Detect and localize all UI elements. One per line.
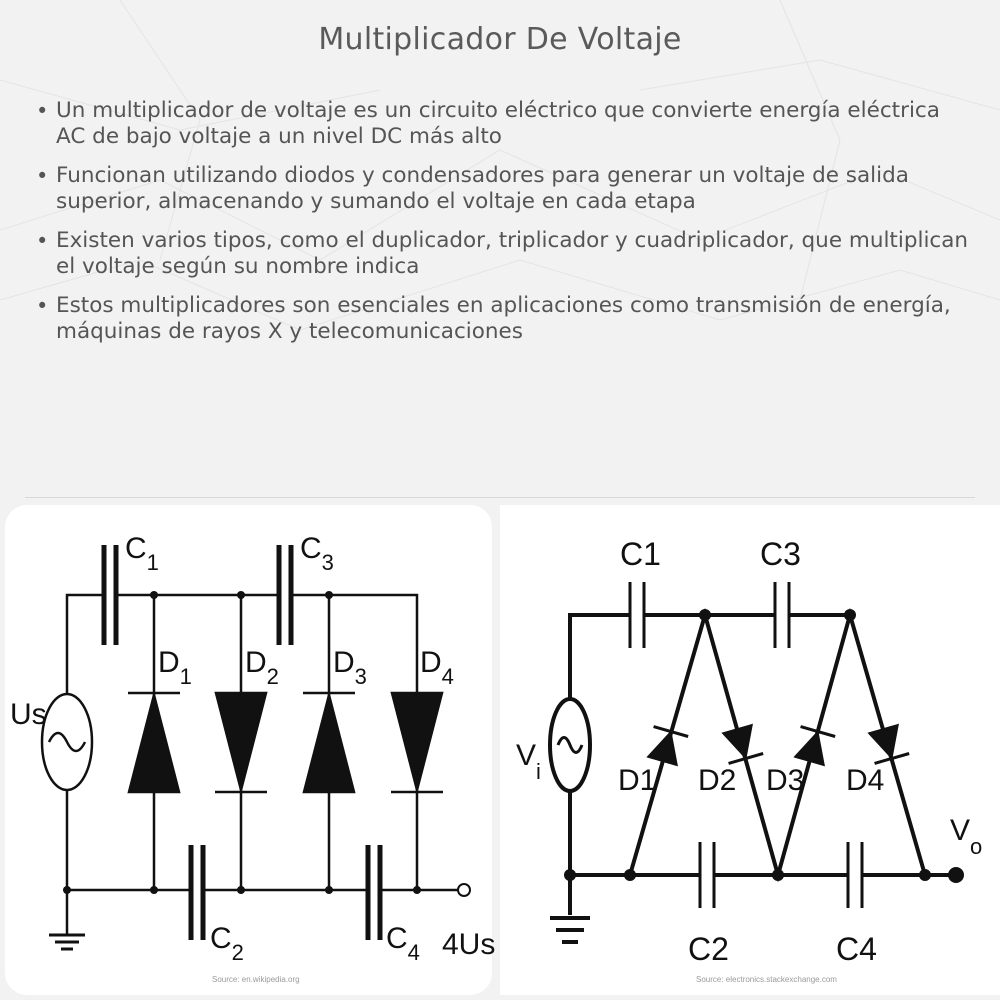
left-source-credit: Source: en.wikipedia.org	[212, 975, 300, 984]
capacitor-label: C	[386, 922, 408, 955]
svg-text:Vi: Vi	[516, 739, 541, 784]
background-texture	[0, 0, 1000, 331]
capacitor-label: C	[210, 922, 232, 955]
diode-subscript: 3	[355, 664, 367, 689]
capacitor-label: C2	[688, 931, 729, 967]
bullet-text: Un multiplicador de voltaje es un circui…	[56, 98, 940, 149]
diode-label: D	[245, 646, 267, 679]
capacitor-label: C1	[620, 536, 661, 572]
diode-label: D3	[766, 764, 804, 797]
svg-text:Vo: Vo	[950, 814, 982, 859]
diode-label: D	[158, 646, 180, 679]
diode-label: D4	[846, 764, 884, 797]
output-terminal-icon	[948, 867, 964, 883]
left-circuit-diagram: Us C1 C3 C2 C4 D1 D2 D3 D4 4Us	[10, 532, 495, 965]
ac-source-icon	[40, 692, 94, 792]
output-terminal-icon	[457, 883, 471, 897]
source-label: V	[516, 739, 536, 772]
bullet-item: • Existen varios tipos, como el duplicado…	[34, 228, 974, 280]
capacitor-subscript: 4	[408, 940, 420, 965]
bullet-dot-icon: •	[36, 229, 49, 253]
capacitor-label: C	[300, 532, 322, 565]
diode-subscript: 2	[267, 664, 279, 689]
diode-subscript: 4	[442, 664, 454, 689]
capacitor-label: C3	[760, 536, 801, 572]
right-source-credit: Source: electronics.stackexchange.com	[696, 975, 837, 984]
capacitor-subscript: 2	[232, 940, 244, 965]
bullet-text: Existen varios tipos, como el duplicador…	[56, 228, 969, 279]
diode-label: D2	[698, 764, 736, 797]
diode-d2-symbol	[214, 691, 268, 791]
diode-label: D	[333, 646, 355, 679]
diode-d1-symbol	[646, 725, 689, 767]
bullet-item: • Estos multiplicadores son esenciales en…	[34, 293, 974, 345]
diode-d4-symbol	[867, 723, 910, 765]
output-label: V	[950, 814, 970, 847]
source-label: Us	[10, 698, 47, 731]
diode-d1-symbol	[127, 694, 181, 794]
bullet-dot-icon: •	[36, 164, 49, 188]
page-title: Multiplicador De Voltaje	[318, 22, 682, 57]
bullet-list: • Un multiplicador de voltaje es un circu…	[34, 98, 974, 358]
section-divider	[25, 497, 975, 498]
svg-text:C2: C2	[210, 922, 244, 965]
output-subscript: o	[970, 834, 982, 859]
bullet-text: Funcionan utilizando diodos y condensado…	[56, 163, 909, 214]
ac-source-icon	[548, 697, 592, 793]
diode-d4-symbol	[390, 691, 444, 791]
bullet-dot-icon: •	[36, 294, 49, 318]
ground-icon	[49, 933, 85, 951]
svg-text:D1: D1	[158, 646, 192, 689]
capacitor-label: C	[125, 532, 147, 565]
diode-label: D1	[618, 764, 656, 797]
diode-label: D	[420, 646, 442, 679]
bullet-item: • Un multiplicador de voltaje es un circu…	[34, 98, 974, 150]
capacitor-subscript: 1	[147, 550, 159, 575]
svg-text:D4: D4	[420, 646, 454, 689]
capacitor-label: C4	[836, 931, 877, 967]
output-label: 4Us	[442, 928, 495, 961]
capacitor-subscript: 3	[322, 550, 334, 575]
ground-icon	[550, 916, 590, 944]
bullet-item: • Funcionan utilizando diodos y condensad…	[34, 163, 974, 215]
svg-text:C1: C1	[125, 532, 159, 575]
diode-d3-symbol	[793, 725, 836, 767]
bullet-dot-icon: •	[36, 99, 49, 123]
svg-text:C4: C4	[386, 922, 420, 965]
source-subscript: i	[536, 759, 541, 784]
svg-text:D3: D3	[333, 646, 367, 689]
svg-text:D2: D2	[245, 646, 279, 689]
bullet-text: Estos multiplicadores son esenciales en …	[56, 293, 951, 344]
diode-subscript: 1	[180, 664, 192, 689]
diode-d3-symbol	[302, 694, 356, 794]
svg-text:C3: C3	[300, 532, 334, 575]
diode-d2-symbol	[721, 723, 764, 765]
